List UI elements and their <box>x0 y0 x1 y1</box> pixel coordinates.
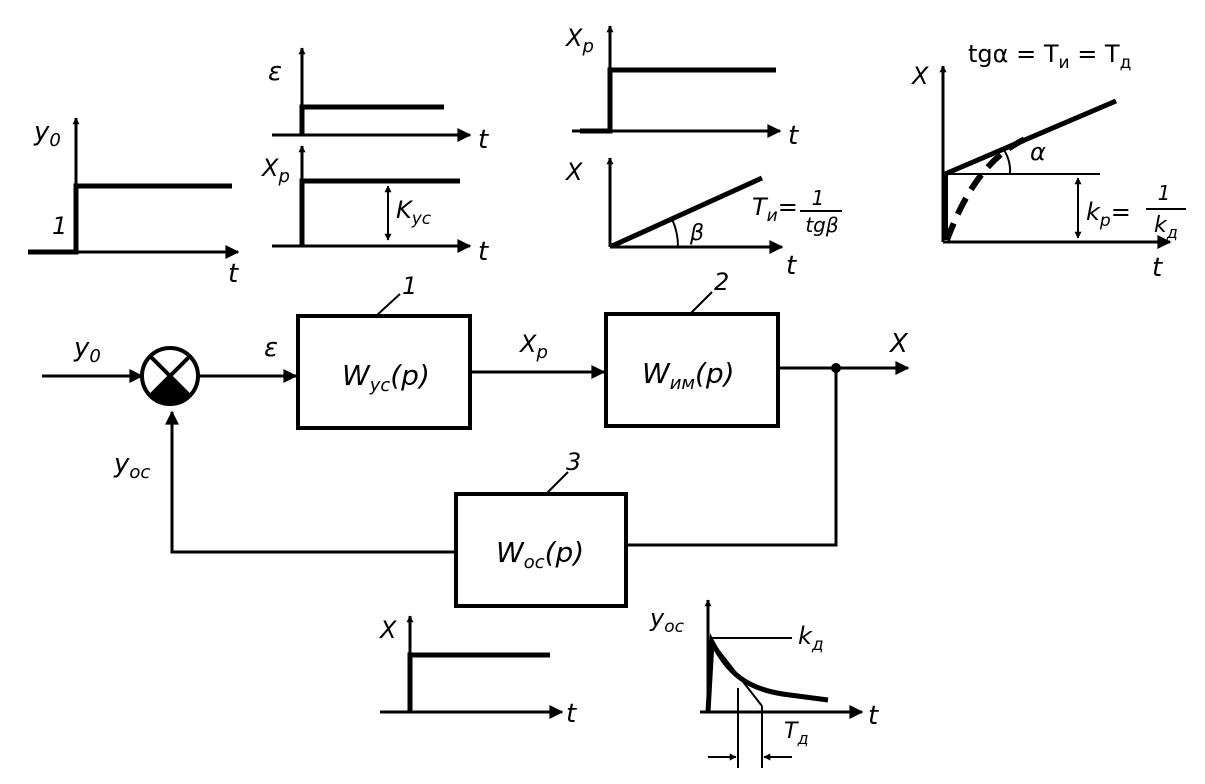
block-leader <box>545 471 569 495</box>
axis-label: y0 <box>33 117 61 151</box>
feedback-path-left <box>165 410 456 554</box>
graph-input-step: y0 1 t <box>28 117 240 289</box>
block-diagram: y0 ε Wус(p) 1 Xp Wим(p) 2 <box>42 268 910 608</box>
output-signal-label: X <box>888 329 909 359</box>
decay-curve <box>705 632 829 713</box>
feedback-path-right <box>626 368 838 547</box>
step-curve <box>580 67 776 134</box>
gain-lhs: kp= <box>1086 198 1131 231</box>
formula-lhs: Tи= <box>752 193 798 226</box>
graph-feedback-input: X t <box>378 615 577 729</box>
block-feedback: Woc(p) 3 <box>454 448 628 608</box>
block-leader <box>689 291 713 315</box>
graph-error-step: ε t <box>268 47 489 155</box>
step-curve <box>28 183 232 255</box>
feedback-signal-label: yoc <box>113 449 150 483</box>
formula-top: tgα = Tи = Tд <box>968 40 1131 73</box>
gain-denominator: kд <box>1154 213 1178 242</box>
time-label: t <box>1152 253 1163 283</box>
block-number: 2 <box>714 268 729 296</box>
time-label: t <box>786 251 797 281</box>
graph-ramp: X β Tи= 1 tgβ t <box>564 157 842 281</box>
block-label: Wим(p) <box>642 357 735 394</box>
block-actuator: Wим(p) 2 <box>604 268 780 428</box>
axis-label: Xp <box>564 24 594 57</box>
step-value-label: 1 <box>52 212 67 240</box>
angle-arc <box>671 218 680 248</box>
block-number: 1 <box>402 272 417 300</box>
time-label: t <box>868 701 879 731</box>
ramp-curve <box>610 175 764 249</box>
graph-feedback-response: yoc kд Tд t <box>649 599 879 768</box>
gain-label: Kус <box>396 196 432 229</box>
angle-arc <box>1003 149 1012 175</box>
axis-label: ε <box>268 57 282 87</box>
graph-regulator-step: Xp t <box>564 24 799 151</box>
graph-amplifier-output: Xp Kус t <box>260 145 489 267</box>
time-label: t <box>478 237 489 267</box>
step-curve <box>299 178 460 246</box>
angle-label: β <box>689 221 704 246</box>
block-label: Woc(p) <box>496 536 584 573</box>
gain-numerator: 1 <box>1158 181 1171 205</box>
step-curve <box>299 104 444 135</box>
axis-label: yoc <box>649 604 685 637</box>
axis-label: X <box>378 616 397 644</box>
block-number: 3 <box>566 448 581 476</box>
time-label: t <box>788 121 799 151</box>
axis-label: X <box>910 62 929 90</box>
time-label: t <box>478 125 489 155</box>
input-signal-label: y0 <box>73 333 101 367</box>
peak-label: kд <box>798 622 824 655</box>
formula-numerator: 1 <box>812 186 825 210</box>
block-amplifier: Wус(p) 1 <box>296 272 472 430</box>
summing-junction <box>140 346 200 406</box>
response-curve <box>944 134 1032 242</box>
block-leader <box>375 293 401 317</box>
graph-pd-response: tgα = Tи = Tд X α kp= 1 kд t <box>910 40 1186 283</box>
error-signal-label: ε <box>264 333 278 363</box>
block-label: Wус(p) <box>342 359 430 396</box>
tangent-line <box>711 641 763 707</box>
axis-label: X <box>564 158 583 186</box>
time-label: t <box>228 259 239 289</box>
axis-label: Xp <box>260 154 290 187</box>
regulator-output-label: Xp <box>518 330 548 363</box>
formula-denominator: tgβ <box>805 213 839 237</box>
tangent-line <box>944 98 1117 177</box>
step-curve <box>407 652 550 712</box>
time-constant-label: Tд <box>784 719 809 748</box>
angle-label: α <box>1030 138 1046 166</box>
time-label: t <box>566 699 577 729</box>
